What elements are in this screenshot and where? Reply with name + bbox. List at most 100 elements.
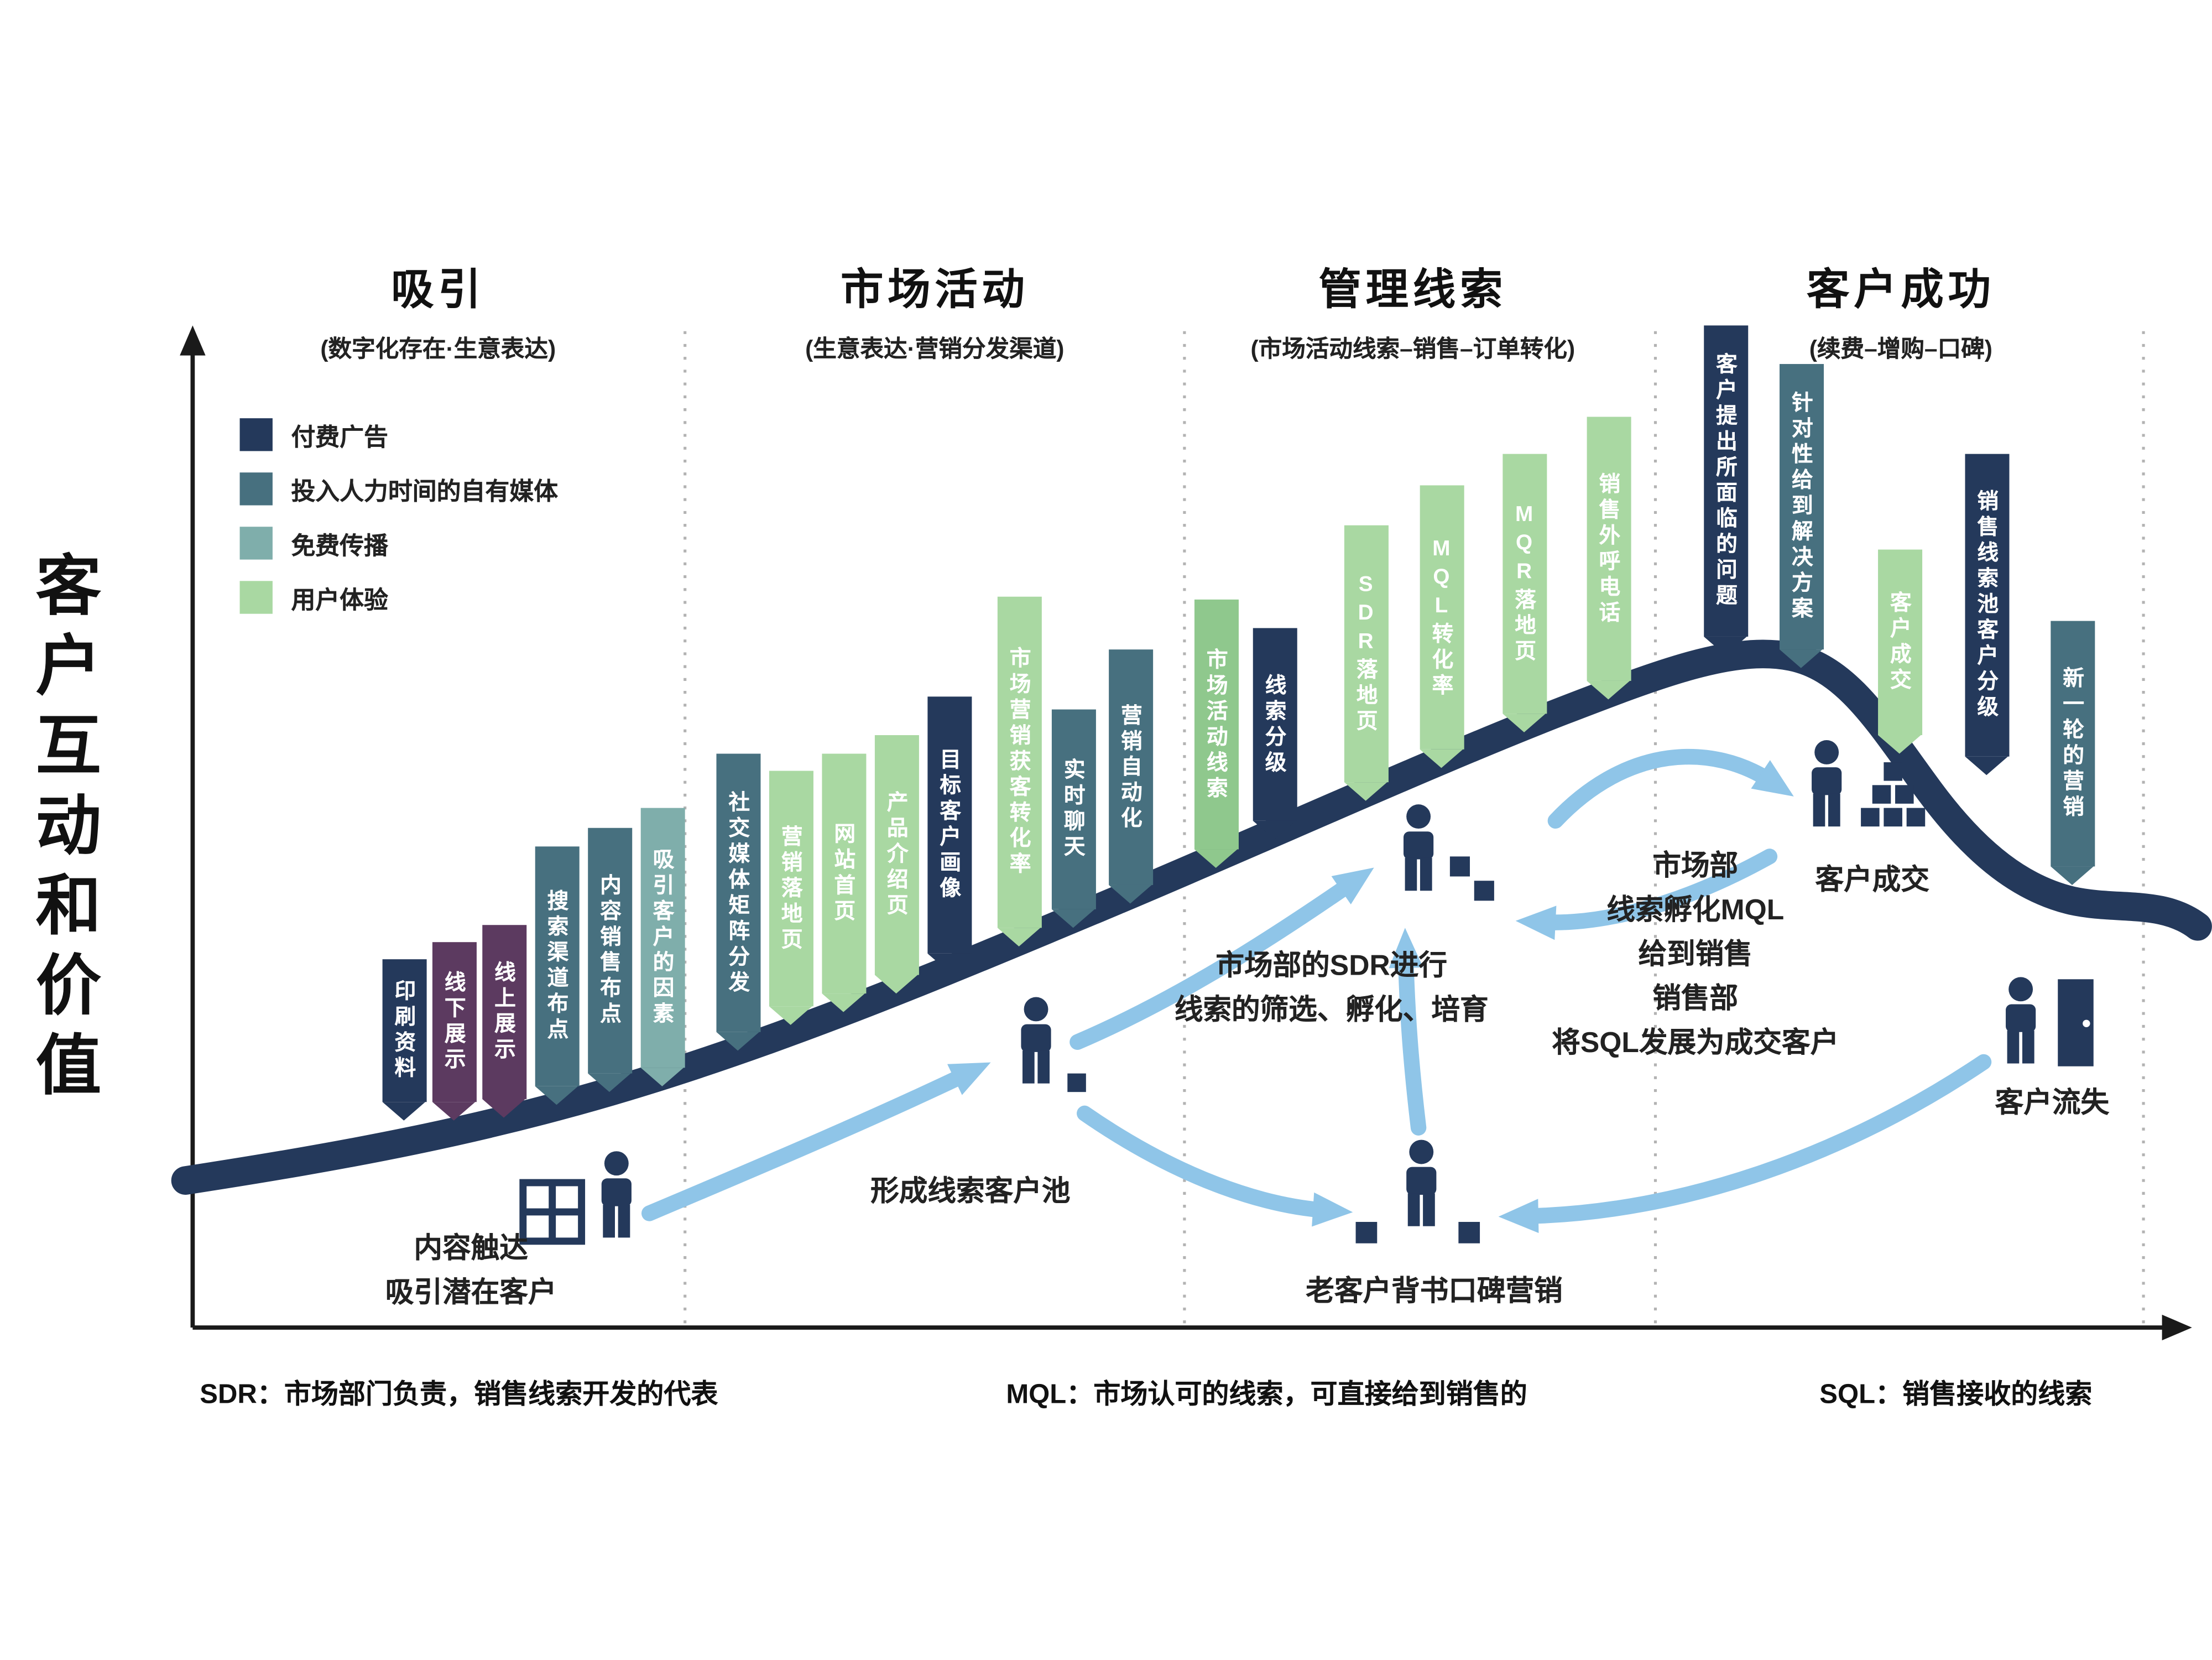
legend-swatch-icon [239, 527, 273, 560]
banner-label: 营销落地页 [778, 824, 803, 953]
annotation-line: 市场部的SDR进行 [1215, 950, 1448, 982]
banner-label: 社交媒体矩阵分发 [726, 790, 750, 996]
legend-swatch-icon [239, 581, 273, 614]
person-churn-icon [2006, 977, 2036, 1064]
person-deal-icon [1812, 740, 1842, 827]
lead-box-icon [1449, 856, 1470, 877]
banner-label: 印刷资料 [392, 979, 416, 1083]
annotation-line: 吸引潜在客户 [385, 1277, 557, 1309]
banner-13: 实时聊天 [1051, 709, 1095, 928]
banner-6: 吸引客户的因素 [640, 808, 685, 1086]
arrow-content-to-pool [641, 1062, 991, 1221]
banner-label: 产品介绍页 [884, 790, 909, 919]
banner-20: 销售外呼电话 [1586, 417, 1631, 700]
definition-sql: SQL：销售接收的线索 [1819, 1373, 2092, 1412]
annotation-line: 销售部 [1652, 983, 1739, 1015]
legend-item-1: 付费广告 [239, 417, 558, 453]
phase-title: 客户成功 [1807, 267, 1995, 314]
person-sdr-icon [1404, 804, 1434, 891]
phase-title: 管理线索 [1318, 267, 1507, 314]
arrow-sdr-to-deal [1547, 748, 1794, 829]
banner-label: 新一轮的营销 [2060, 667, 2084, 821]
banner-label: 网站首页 [831, 822, 856, 925]
banner-label: SDR落地页 [1353, 572, 1378, 736]
annotation-churn: 客户流失 [1995, 1082, 2109, 1126]
legend-item-3: 免费传播 [239, 525, 558, 561]
banner-label: 市场活动线索 [1203, 647, 1228, 802]
annotation-line: 内容触达 [414, 1233, 528, 1265]
window-icon [519, 1179, 586, 1245]
phase-header-1: 吸引 (数字化存在·生意表达) [320, 254, 556, 364]
banner-label: 市场营销获客转化率 [1006, 647, 1031, 878]
banner-label: 销售线索池客户分级 [1974, 490, 1999, 721]
banner-5: 内容销售布点 [587, 828, 632, 1092]
phase-header-4: 客户成功 (续费–增购–口碑) [1807, 254, 1995, 364]
pictograms [519, 740, 2094, 1245]
annotation-lead-pool: 形成线索客户池 [870, 1170, 1070, 1215]
phase-title: 市场活动 [840, 267, 1029, 314]
banner-10: 产品介绍页 [874, 735, 919, 994]
banner-label: 吸引客户的因素 [650, 847, 675, 1028]
banner-9: 网站首页 [821, 753, 866, 1012]
banner-15: 市场活动线索 [1193, 599, 1238, 868]
annotation-line: 形成线索客户池 [870, 1176, 1071, 1208]
banner-8: 营销落地页 [768, 771, 813, 1025]
phase-header-3: 管理线索 (市场活动线索–销售–订单转化) [1250, 254, 1575, 364]
person-potential-customer-icon [601, 1151, 632, 1238]
banner-16: 线索分级 [1252, 628, 1297, 840]
banner-label: 销售外呼电话 [1596, 471, 1621, 626]
annotation-line: 线索的筛选、孵化、培育 [1174, 995, 1489, 1027]
annotation-content-reach: 内容触达吸引潜在客户 [385, 1227, 557, 1316]
banner-11: 目标客户画像 [927, 696, 972, 972]
banner-label: 实时聊天 [1061, 758, 1086, 861]
y-axis-arrow-icon [180, 325, 206, 356]
arrow-pool-to-wom [1077, 1105, 1353, 1227]
legend-label: 投入人力时间的自有媒体 [291, 478, 559, 506]
legend-swatch-icon [239, 472, 273, 506]
x-axis-arrow-icon [2162, 1314, 2192, 1341]
person-lead-pool-icon [1021, 997, 1051, 1084]
banner-22: 针对性给到解决方案 [1778, 364, 1823, 668]
annotation-line: 市场部 [1652, 851, 1739, 882]
phase-subtitle: (数字化存在·生意表达) [320, 337, 556, 363]
banner-label: 线上展示 [492, 960, 516, 1064]
legend-swatch-icon [239, 418, 273, 451]
banner-2: 线下展示 [431, 942, 476, 1121]
definition-term: SDR [200, 1380, 257, 1411]
banner-label: 内容销售布点 [597, 873, 622, 1028]
phase-subtitle: (市场活动线索–销售–订单转化) [1250, 337, 1575, 363]
banner-label: 针对性给到解决方案 [1788, 391, 1813, 623]
legend-label: 用户体验 [291, 586, 388, 614]
definition-text: ：销售接收的线索 [1875, 1380, 2093, 1411]
lead-box-icon [1474, 881, 1494, 901]
banner-19: MQR落地页 [1502, 454, 1547, 732]
phase-header-2: 市场活动 (生意表达·营销分发渠道) [805, 254, 1064, 364]
phase-subtitle: (续费–增购–口碑) [1809, 337, 1992, 363]
banner-21: 客户提出所面临的问题 [1703, 325, 1747, 655]
legend-item-2: 投入人力时间的自有媒体 [239, 471, 559, 507]
person-wom-icon [1406, 1139, 1437, 1226]
definition-text: ：市场部门负责，销售线索开发的代表 [257, 1380, 718, 1411]
annotation-line: 老客户背书口碑营销 [1306, 1276, 1563, 1308]
banner-12: 市场营销获客转化率 [997, 596, 1041, 946]
banner-18: MQL转化率 [1419, 485, 1464, 768]
arrow-pool-to-sdr [1070, 867, 1374, 1050]
banner-label: 客户成交 [1887, 591, 1912, 694]
annotation-line: 将SQL发展为成交客户 [1552, 1028, 1839, 1059]
deal-pyramid-icon [1861, 762, 1926, 827]
annotation-deal: 客户成交 [1815, 860, 1929, 904]
lead-box-icon [1355, 1221, 1378, 1243]
annotation-line: 客户成交 [1815, 865, 1929, 897]
phase-title: 吸引 [391, 267, 486, 314]
annotation-line: 客户流失 [1995, 1087, 2110, 1120]
banner-label: 搜索渠道布点 [544, 889, 569, 1044]
banner-1: 印刷资料 [382, 959, 426, 1121]
annotation-line: 给到销售 [1638, 939, 1752, 971]
phase-subtitle: (生意表达·营销分发渠道) [805, 337, 1065, 363]
y-axis-title: 客户互动和价值 [27, 551, 102, 1111]
banner-label: 线下展示 [441, 970, 466, 1074]
axes [190, 351, 2167, 1330]
lead-box-icon [1067, 1073, 1086, 1092]
annotation-sdr-process: 市场部的SDR进行线索的筛选、孵化、培育 [1175, 945, 1489, 1033]
